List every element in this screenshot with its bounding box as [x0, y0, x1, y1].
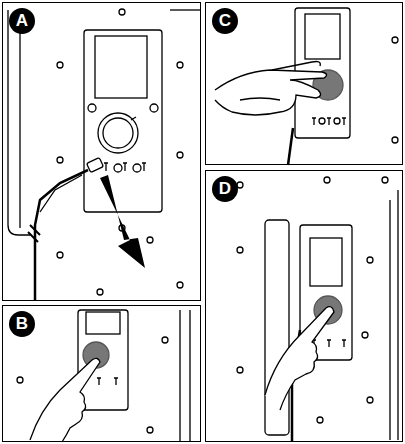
step-panel: A: [2, 2, 201, 301]
panel-a-art: [8, 9, 200, 300]
panel-b-art: [17, 310, 190, 442]
step-panel: D: [205, 170, 403, 442]
panel-c-art: [215, 8, 398, 165]
step-panel: B: [2, 305, 201, 442]
step-letter: A: [9, 8, 35, 34]
step-letter: D: [212, 176, 238, 202]
panel-d-art: [237, 177, 398, 442]
step-letter: B: [9, 311, 35, 337]
step-letter: C: [212, 8, 238, 34]
step-panel: C: [205, 2, 403, 165]
